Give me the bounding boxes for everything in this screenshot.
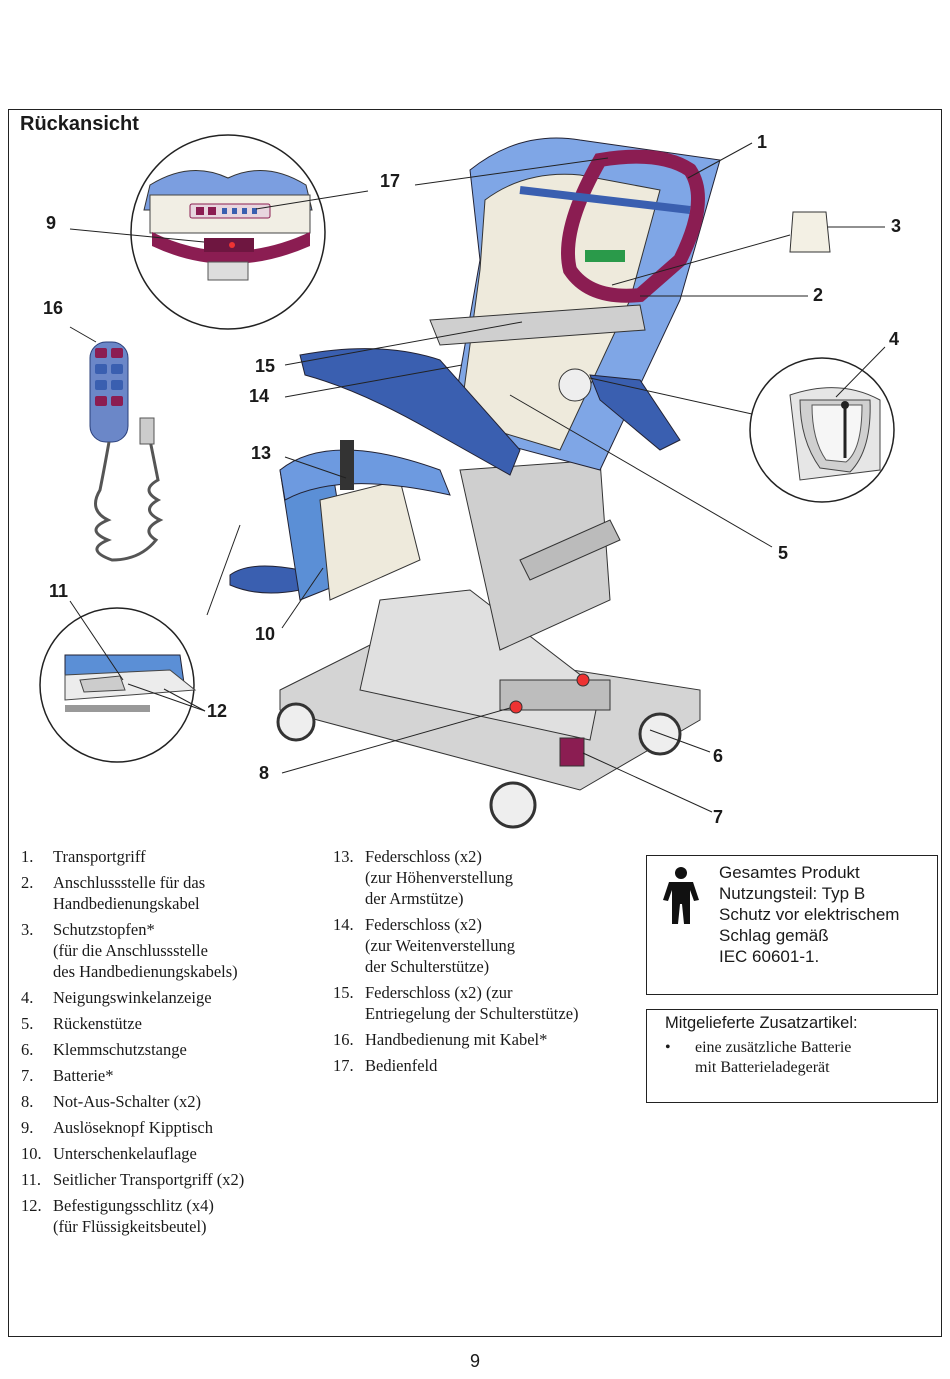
legend-item: 15. Federschloss (x2) (zur Entriegelung d… bbox=[333, 982, 633, 1024]
callout-5: 5 bbox=[778, 543, 788, 563]
legend-number: 5. bbox=[21, 1014, 34, 1033]
legend-text: Befestigungsschlitz (x4) (für Flüssigkei… bbox=[53, 1196, 214, 1236]
legend-item: 14. Federschloss (x2) (zur Weitenverstell… bbox=[333, 914, 633, 977]
callout-15: 15 bbox=[255, 356, 275, 376]
legend-text: Transportgriff bbox=[53, 847, 146, 866]
callout-12: 12 bbox=[207, 701, 227, 721]
legend-number: 3. bbox=[21, 920, 34, 939]
chair-illustration: 1 2 3 4 5 6 7 8 9 10 11 12 13 14 15 16 1… bbox=[39, 132, 901, 829]
callout-13: 13 bbox=[251, 443, 271, 463]
legend-number: 16. bbox=[333, 1030, 354, 1049]
legend-number: 2. bbox=[21, 873, 34, 892]
callout-4: 4 bbox=[889, 329, 899, 349]
callout-10: 10 bbox=[255, 624, 275, 644]
callout-1: 1 bbox=[757, 132, 767, 152]
legend-item: 16. Handbedienung mit Kabel* bbox=[333, 1029, 633, 1050]
legend-text: Klemmschutzstange bbox=[53, 1040, 187, 1059]
safety-info-box: Gesamtes Produkt Nutzungsteil: Typ B Sch… bbox=[646, 855, 938, 995]
page-number: 9 bbox=[469, 1351, 480, 1371]
detail-control-panel bbox=[130, 134, 326, 330]
callout-2: 2 bbox=[813, 285, 823, 305]
legend-number: 7. bbox=[21, 1066, 34, 1085]
legend-number: 15. bbox=[333, 983, 354, 1002]
callout-numbers: 1 2 3 4 5 6 7 8 9 10 11 12 13 14 15 16 1… bbox=[43, 132, 901, 827]
legend-text: Federschloss (x2) (zur Entriegelung der … bbox=[365, 983, 579, 1023]
legend-item: 6. Klemmschutzstange bbox=[21, 1039, 321, 1060]
callout-14: 14 bbox=[249, 386, 269, 406]
legend-number: 17. bbox=[333, 1056, 354, 1075]
legend-number: 4. bbox=[21, 988, 34, 1007]
legend-item: 11. Seitlicher Transportgriff (x2) bbox=[21, 1169, 321, 1190]
legend-text: Unterschenkelauflage bbox=[53, 1144, 197, 1163]
legend-item: 2. Anschlussstelle für das Handbedienungs… bbox=[21, 872, 321, 914]
hand-control bbox=[89, 341, 164, 562]
accessory-item: eine zusätzliche Batterie mit Batteriela… bbox=[695, 1039, 852, 1076]
legend-text: Rückenstütze bbox=[53, 1014, 142, 1033]
legend-text: Auslöseknopf Kipptisch bbox=[53, 1118, 213, 1137]
callout-6: 6 bbox=[713, 746, 723, 766]
legend-item: 1. Transportgriff bbox=[21, 846, 321, 867]
callout-9: 9 bbox=[46, 213, 56, 233]
legend-text: Anschlussstelle für das Handbedienungska… bbox=[53, 873, 206, 913]
page-frame bbox=[8, 109, 942, 1337]
chair bbox=[229, 137, 721, 829]
legend-text: Schutzstopfen* (für die Anschlussstelle … bbox=[53, 920, 238, 981]
legend-text: Seitlicher Transportgriff (x2) bbox=[53, 1170, 245, 1189]
page-title: Rückansicht bbox=[20, 113, 139, 135]
callout-17: 17 bbox=[380, 171, 400, 191]
callout-3: 3 bbox=[891, 216, 901, 236]
safety-text: Gesamtes Produkt Nutzungsteil: Typ B Sch… bbox=[719, 863, 900, 966]
legend-number: 13. bbox=[333, 847, 354, 866]
legend-number: 12. bbox=[21, 1196, 42, 1215]
legend-text: Batterie* bbox=[53, 1066, 114, 1085]
type-b-applied-part-person-icon bbox=[663, 867, 699, 924]
legend-item: 9. Auslöseknopf Kipptisch bbox=[21, 1117, 321, 1138]
accessory-box: Mitgelieferte Zusatzartikel: • eine zusä… bbox=[646, 1009, 938, 1103]
bullet: • bbox=[665, 1039, 671, 1056]
legend-number: 8. bbox=[21, 1092, 34, 1111]
legend-number: 14. bbox=[333, 915, 354, 934]
accessory-list: • eine zusätzliche Batterie mit Batterie… bbox=[665, 1038, 851, 1078]
legend-item: 5. Rückenstütze bbox=[21, 1013, 321, 1034]
legend-text: Not-Aus-Schalter (x2) bbox=[53, 1092, 202, 1111]
legend-text: Handbedienung mit Kabel* bbox=[365, 1030, 548, 1049]
callout-16: 16 bbox=[43, 298, 63, 318]
legend-number: 1. bbox=[21, 847, 34, 866]
legend-item: 8. Not-Aus-Schalter (x2) bbox=[21, 1091, 321, 1112]
legend-item: 17. Bedienfeld bbox=[333, 1055, 633, 1076]
legend-text: Bedienfeld bbox=[365, 1056, 438, 1075]
legend-item: 12. Befestigungsschlitz (x4) (für Flüssig… bbox=[21, 1195, 321, 1237]
protective-cap bbox=[789, 211, 831, 253]
legend-right: 13. Federschloss (x2) (zur Höhenverstellu… bbox=[333, 846, 633, 1081]
detail-inclinometer bbox=[749, 357, 895, 503]
detail-side-handle bbox=[39, 607, 197, 763]
accessory-title: Mitgelieferte Zusatzartikel: bbox=[665, 1014, 858, 1032]
legend-text: Federschloss (x2) (zur Weitenverstellung… bbox=[365, 915, 516, 976]
legend-item: 3. Schutzstopfen* (für die Anschlussstell… bbox=[21, 919, 321, 982]
callout-11: 11 bbox=[49, 581, 68, 601]
legend-item: 4. Neigungswinkelanzeige bbox=[21, 987, 321, 1008]
legend-left: 1. Transportgriff 2. Anschlussstelle für da… bbox=[21, 846, 321, 1242]
legend-number: 10. bbox=[21, 1144, 42, 1163]
leader-lines bbox=[69, 142, 886, 813]
legend-item: 10. Unterschenkelauflage bbox=[21, 1143, 321, 1164]
legend-item: 7. Batterie* bbox=[21, 1065, 321, 1086]
legend-text: Neigungswinkelanzeige bbox=[53, 988, 212, 1007]
legend-number: 11. bbox=[21, 1170, 42, 1189]
legend-text: Federschloss (x2) (zur Höhenverstellung … bbox=[365, 847, 513, 908]
legend-number: 6. bbox=[21, 1040, 34, 1059]
legend-item: 13. Federschloss (x2) (zur Höhenverstellu… bbox=[333, 846, 633, 909]
legend-number: 9. bbox=[21, 1118, 34, 1137]
callout-8: 8 bbox=[259, 763, 269, 783]
callout-7: 7 bbox=[713, 807, 723, 827]
